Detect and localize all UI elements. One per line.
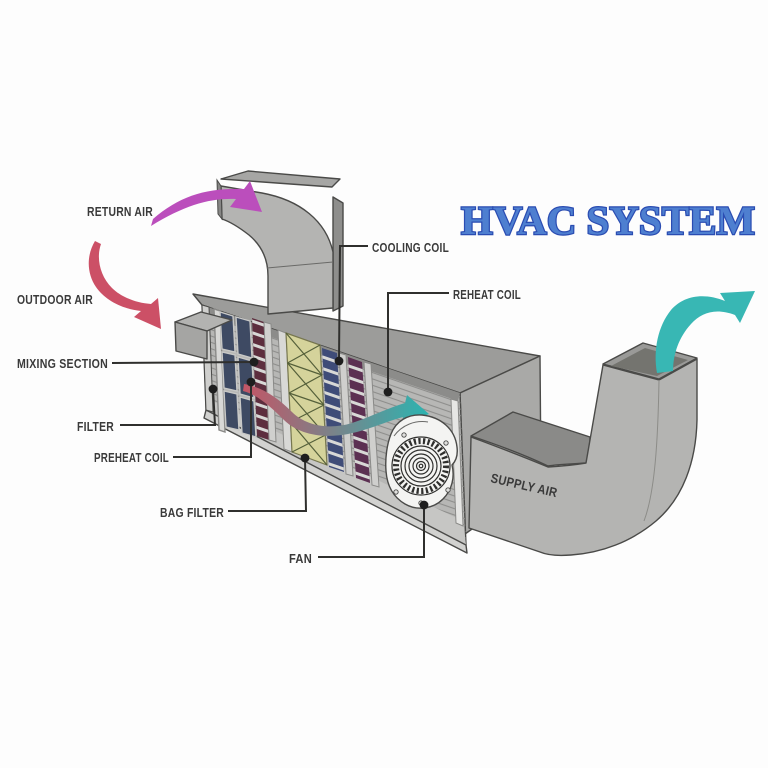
- bag-filter-leader: [228, 457, 308, 512]
- cooling-leader: [338, 245, 368, 362]
- label-bag-filter: BAG FILTER: [160, 505, 224, 520]
- cooling-coil-gaps: [322, 348, 344, 472]
- label-cooling-coil: COOLING COIL: [372, 240, 449, 255]
- fan-housing-seam: [393, 421, 429, 437]
- fan-ring-outer: [391, 436, 451, 496]
- return-duct-side: [332, 196, 344, 312]
- outdoor-intake-duct: [174, 311, 233, 360]
- bag-filter-section: [277, 329, 328, 466]
- label-outdoor-air: OUTDOOR AIR: [17, 292, 93, 307]
- internal-airflow-arrow: [243, 384, 429, 436]
- cooling-dot: [334, 356, 344, 366]
- label-reheat-coil: REHEAT COIL: [453, 287, 521, 302]
- page-title: HVAC SYSTEM: [461, 198, 755, 243]
- return-duct-topface: [220, 170, 341, 188]
- fan: [385, 414, 458, 509]
- interior-right-wall: [450, 398, 464, 527]
- fan-inlet-rings: [400, 445, 442, 487]
- filter-panel: [223, 390, 240, 431]
- reheat-leader: [387, 292, 449, 392]
- preheat-coil-section: [252, 318, 277, 443]
- filter-dot: [208, 384, 218, 394]
- filter-panel: [235, 316, 253, 359]
- leader-lines: [111, 245, 449, 558]
- label-return-air: RETURN AIR: [87, 204, 153, 219]
- filter-panel: [239, 396, 257, 438]
- title-group: HVAC SYSTEM: [460, 197, 756, 244]
- fan-leader: [318, 505, 425, 558]
- label-filter: FILTER: [77, 419, 114, 434]
- filter-panel: [221, 351, 238, 392]
- intake-front: [174, 321, 208, 360]
- fan-dot: [419, 500, 429, 510]
- mixing-section-leader: [111, 361, 255, 364]
- labels: RETURN AIR OUTDOOR AIR MIXING SECTION FI…: [17, 204, 521, 566]
- label-preheat-coil: PREHEAT COIL: [94, 450, 169, 465]
- supply-duct-front: [468, 358, 698, 557]
- reheat-coil-gaps: [348, 357, 370, 483]
- unit-bottom-edge: [203, 409, 468, 554]
- preheat-leader: [173, 382, 252, 458]
- reheat-dot: [383, 387, 393, 397]
- return-duct-seam: [266, 261, 334, 269]
- mixing-section-dot: [249, 357, 259, 367]
- label-mixing-section: MIXING SECTION: [17, 356, 108, 371]
- fan-blades: [393, 438, 449, 494]
- return-air-arrow: [151, 181, 262, 226]
- preheat-dot: [246, 377, 256, 387]
- supply-duct-crease: [643, 379, 660, 522]
- return-duct-front: [220, 185, 334, 315]
- outdoor-air-arrow: [88, 241, 161, 329]
- cooling-coil-section: [322, 348, 354, 477]
- label-fan: FAN: [289, 551, 312, 566]
- bag-filter-dot: [300, 453, 310, 463]
- filter-leader: [120, 388, 217, 426]
- supply-air-arrow: [655, 291, 755, 373]
